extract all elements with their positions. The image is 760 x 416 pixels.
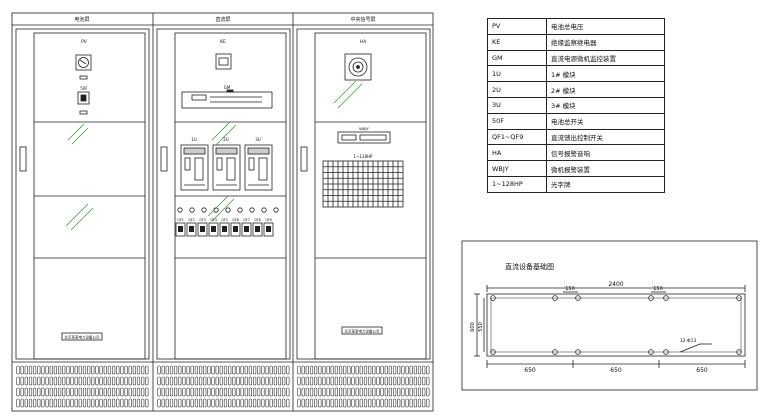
legend-code: HA — [487, 144, 547, 162]
breaker-label: QF8 — [254, 218, 261, 222]
ha-label: HA — [360, 39, 367, 45]
module-1u — [180, 144, 209, 191]
50f-label: 50F — [80, 86, 88, 91]
dim-bottom-2: 650 — [610, 367, 622, 374]
dim-top-left: 150 — [565, 286, 575, 292]
cabinet-row-outline — [11, 12, 434, 412]
module-2u-label: 2U — [223, 137, 229, 142]
foundation-title: 直流设备基础图 — [505, 262, 554, 271]
legend-description: 1# 模块 — [546, 65, 665, 83]
dim-bottom-1: 650 — [524, 367, 536, 374]
pv-label: PV — [81, 39, 88, 45]
dim-height-outer: 600 — [470, 322, 476, 332]
wbjy-label: WBJY — [359, 126, 369, 131]
foundation-outline — [486, 293, 746, 357]
legend-description: 直流电源微机监控装置 — [546, 49, 665, 67]
door-handle-1 — [19, 146, 27, 172]
gm-label: GM — [224, 85, 231, 90]
foundation-frame — [461, 240, 758, 391]
legend-description: 2# 模块 — [546, 81, 665, 98]
legend-code: 2U — [487, 81, 547, 98]
module-3u-label: 3U — [255, 137, 261, 142]
ke-label: KE — [220, 39, 226, 45]
cabinet-2-title: 直流屏 — [215, 16, 230, 23]
ventilation-louvers — [16, 365, 430, 408]
insulation-monitor-relay — [215, 53, 232, 70]
breaker-label: QF7 — [243, 218, 250, 222]
legend-description: 3# 模块 — [546, 96, 665, 114]
legend-description: 直流馈出控制开关 — [546, 128, 665, 146]
legend-code: 3U — [487, 96, 547, 114]
legend-code: WBJY — [487, 160, 547, 177]
legend-code: QF1~QF9 — [487, 128, 547, 146]
legend-description: 电池总电压 — [546, 18, 665, 35]
legend-description: 光字牌 — [546, 175, 665, 193]
door-handle-3 — [300, 146, 308, 172]
breaker-label: QF4 — [210, 218, 217, 222]
legend-code: 1~128HP — [487, 175, 547, 193]
breaker-label: QF5 — [221, 218, 228, 222]
module-2u — [212, 144, 241, 191]
legend-code: PV — [487, 18, 547, 35]
feeder-breakers — [175, 222, 274, 237]
breaker-label: QF2 — [188, 218, 195, 222]
glass-hatch — [65, 80, 363, 231]
module-3u — [244, 144, 273, 191]
battery-main-switch — [77, 91, 90, 105]
legend-description: 信号报警音响 — [546, 144, 665, 162]
dim-top-right: 150 — [653, 286, 663, 292]
legend-code: KE — [487, 33, 547, 51]
anchor-holes — [490, 295, 742, 355]
legend-description: 电池总开关 — [546, 112, 665, 130]
nameplate-3 — [341, 326, 383, 335]
alarm-sounder — [344, 53, 372, 81]
breaker-label: QF1 — [177, 218, 184, 222]
cabinet-1-title: 电池屏 — [74, 16, 89, 23]
dim-bottom-3: 650 — [696, 367, 708, 374]
annunciator-label: 1~128HP — [354, 154, 374, 159]
legend-code: 50F — [487, 112, 547, 130]
door-handle-2 — [160, 146, 168, 172]
voltmeter — [75, 54, 92, 71]
legend-description: 微机报警装置 — [546, 160, 665, 177]
dim-height-inner: 550 — [478, 322, 484, 332]
cabinet-3-title: 中央信号屏 — [350, 16, 375, 23]
nameplate-1 — [61, 332, 103, 341]
legend-code: 1U — [487, 65, 547, 83]
breaker-label: QF9 — [265, 218, 272, 222]
nameplate-1-text: 北京某某电力设备公司 — [65, 335, 100, 340]
legend-description: 绝缘监察继电器 — [546, 33, 665, 51]
dim-total: 2400 — [608, 281, 623, 288]
module-1u-label: 1U — [191, 137, 197, 142]
breaker-label: QF6 — [232, 218, 239, 222]
annunciator-panel — [322, 160, 404, 208]
nameplate-3-text: 北京某某电力设备公司 — [345, 329, 380, 334]
microcomputer-alarm-device — [337, 131, 391, 144]
breaker-label: QF3 — [199, 218, 206, 222]
legend-code: GM — [487, 49, 547, 67]
hole-note: 12-Φ13 — [680, 338, 697, 344]
